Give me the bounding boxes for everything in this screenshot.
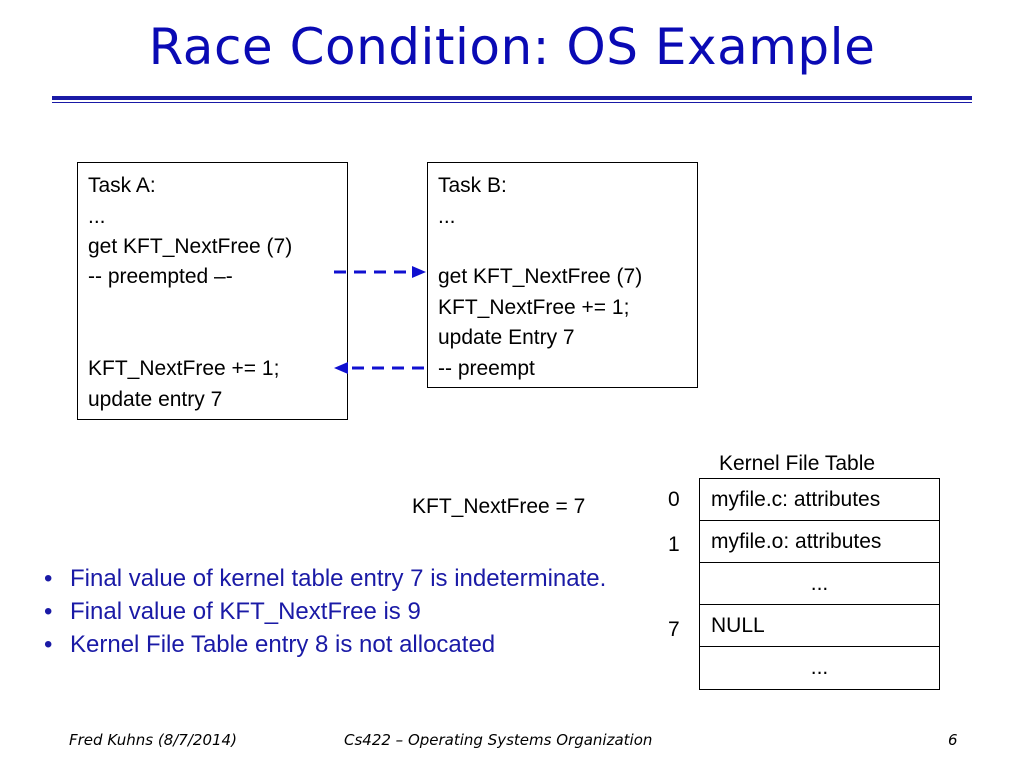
table-row: myfile.o: attributes: [700, 521, 939, 563]
kft-nextfree-label: KFT_NextFree = 7: [412, 495, 586, 518]
task-a-line: ...: [88, 205, 106, 228]
table-row-index: 1: [668, 533, 680, 556]
task-a-line: update entry 7: [88, 388, 223, 411]
title-rule-thin: [52, 102, 972, 103]
task-b-line: ...: [438, 205, 456, 228]
task-b-box: Task B: ... get KFT_NextFree (7) KFT_Nex…: [427, 162, 698, 388]
kernel-table-title: Kernel File Table: [719, 452, 876, 475]
task-b-line: Task B:: [438, 174, 507, 197]
footer-page-number: 6: [948, 731, 958, 749]
task-a-line: -- preempted –-: [88, 265, 233, 288]
bullet-list: • Final value of kernel table entry 7 is…: [44, 562, 644, 661]
footer-author: Fred Kuhns (8/7/2014): [69, 731, 237, 749]
bullet-item: • Final value of kernel table entry 7 is…: [44, 562, 644, 595]
task-a-box: Task A: ... get KFT_NextFree (7) -- pree…: [77, 162, 348, 420]
slide-title: Race Condition: OS Example: [148, 18, 876, 76]
bullet-dot-icon: •: [44, 631, 53, 658]
table-row-index: 7: [668, 618, 680, 641]
task-b-line: get KFT_NextFree (7): [438, 265, 643, 288]
task-b-line: -- preempt: [438, 357, 535, 380]
table-row: NULL: [700, 605, 939, 647]
task-a-line: KFT_NextFree += 1;: [88, 357, 280, 380]
bullet-item: • Final value of KFT_NextFree is 9: [44, 595, 644, 628]
kernel-file-table: myfile.c: attributes myfile.o: attribute…: [699, 478, 940, 690]
footer-course: Cs422 – Operating Systems Organization: [344, 731, 653, 749]
bullet-dot-icon: •: [44, 565, 53, 592]
task-a-line: Task A:: [88, 174, 156, 197]
task-a-line: get KFT_NextFree (7): [88, 235, 293, 258]
task-b-line: KFT_NextFree += 1;: [438, 296, 630, 319]
bullet-dot-icon: •: [44, 598, 53, 625]
title-rule-thick: [52, 96, 972, 100]
bullet-text: Final value of KFT_NextFree is 9: [70, 598, 421, 625]
bullet-text: Kernel File Table entry 8 is not allocat…: [70, 631, 496, 658]
table-row: ...: [810, 656, 829, 679]
table-row: myfile.c: attributes: [700, 479, 939, 521]
task-b-line: update Entry 7: [438, 326, 575, 349]
table-row-index: 0: [668, 488, 680, 511]
arrow-b-to-a: [334, 362, 424, 374]
arrow-a-to-b: [334, 266, 426, 278]
table-row: ...: [700, 563, 939, 605]
bullet-item: • Kernel File Table entry 8 is not alloc…: [44, 628, 644, 661]
bullet-text: Final value of kernel table entry 7 is i…: [70, 565, 607, 592]
